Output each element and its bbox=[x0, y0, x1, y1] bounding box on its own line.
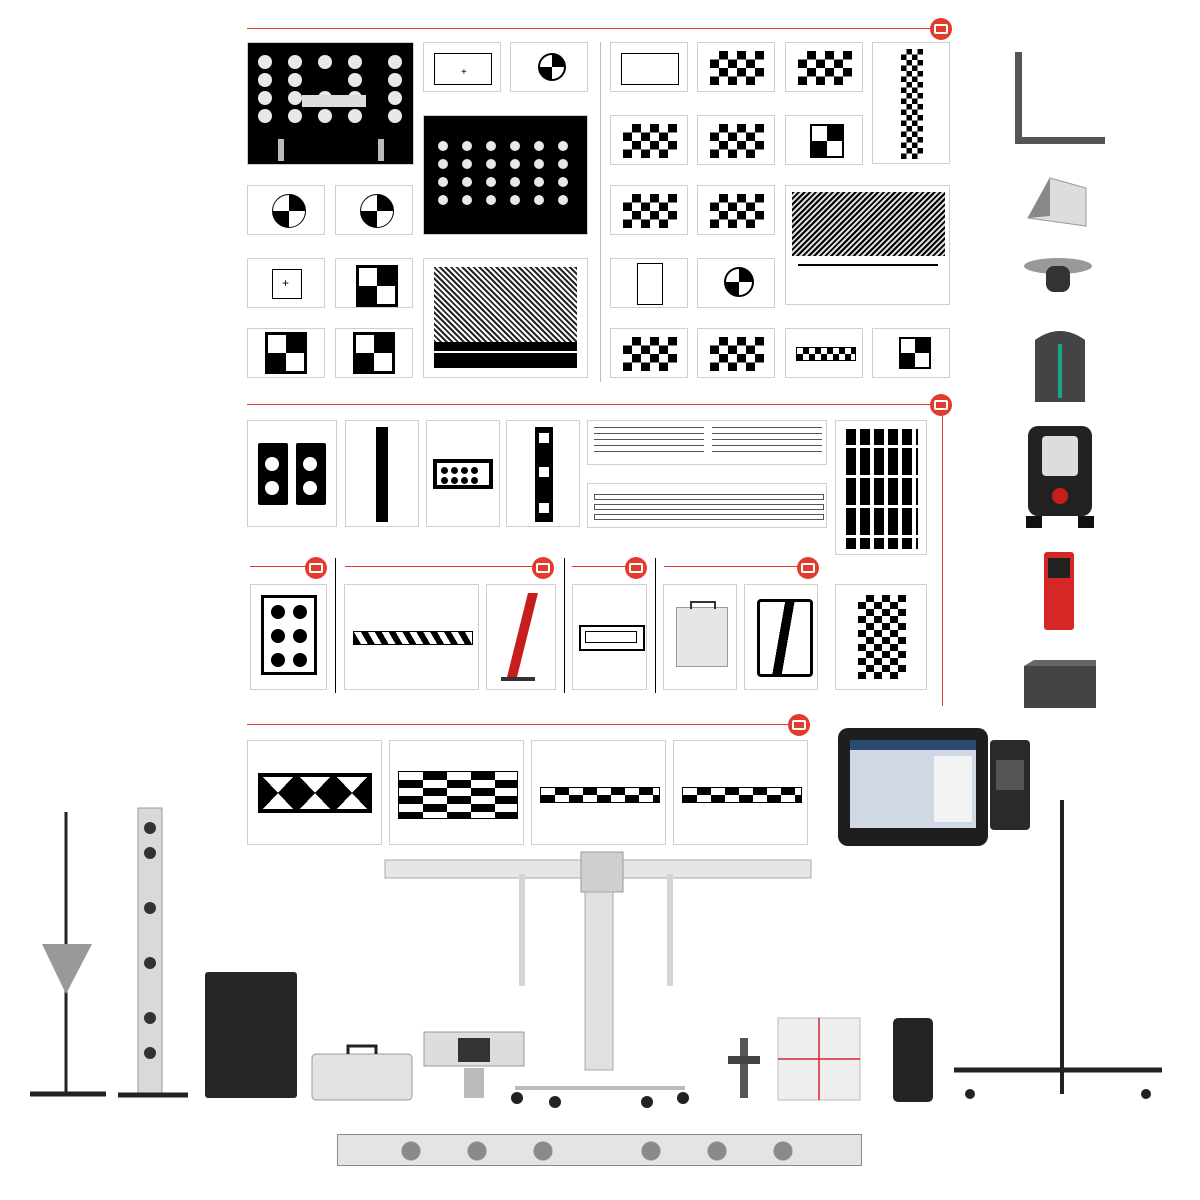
target-crosshair-small: + bbox=[423, 42, 501, 92]
car-front-icon bbox=[305, 557, 327, 579]
white-crosshair-board bbox=[777, 1017, 861, 1101]
target-bar-grid bbox=[835, 420, 927, 555]
target-checker-strip-small bbox=[785, 328, 863, 378]
black-reflector-board bbox=[205, 972, 297, 1098]
target-checker-b2 bbox=[697, 115, 775, 165]
target-checker-vertical-strip bbox=[872, 42, 950, 164]
target-lane-curve bbox=[744, 584, 818, 690]
target-calibration-bars-upper bbox=[587, 420, 827, 465]
radar-reflector-stand bbox=[486, 584, 556, 690]
protective-cover bbox=[1035, 331, 1085, 402]
target-grid bbox=[258, 55, 408, 135]
laser-level-device bbox=[1026, 426, 1094, 528]
target-bowtie-pattern bbox=[247, 740, 382, 845]
vci-device bbox=[990, 740, 1030, 830]
target-night-vision-frame bbox=[572, 584, 647, 690]
car-lane-icon bbox=[532, 557, 554, 579]
target-striped-bar bbox=[344, 584, 479, 690]
target-noise-wide bbox=[785, 185, 950, 305]
target-plus-box: + bbox=[247, 258, 325, 308]
subsection-separator-c bbox=[655, 558, 656, 693]
target-checker-a2 bbox=[785, 42, 863, 92]
subsection-divider-a bbox=[250, 566, 320, 567]
column-separator bbox=[600, 42, 601, 382]
target-circle-quadrant-small bbox=[510, 42, 588, 92]
adas-calibration-frame bbox=[384, 851, 812, 1108]
subsection-separator-a bbox=[335, 558, 336, 693]
target-checker-a1 bbox=[697, 42, 775, 92]
laser-distance-meter bbox=[1044, 552, 1074, 630]
target-checker-c2 bbox=[697, 185, 775, 235]
target-vertical-bar bbox=[345, 420, 419, 527]
blindspot-reflector-case bbox=[663, 584, 737, 690]
subsection-divider-d bbox=[664, 566, 804, 567]
prism-reflector bbox=[1027, 177, 1087, 227]
target-checker-b1 bbox=[610, 115, 688, 165]
target-six-circle-board bbox=[250, 584, 327, 690]
target-board-dots-grid bbox=[423, 115, 588, 235]
section-2-divider bbox=[247, 404, 937, 405]
target-vertical-squares bbox=[506, 420, 580, 527]
floor-calibration-mat bbox=[337, 1134, 862, 1166]
camera-holder-device bbox=[423, 1031, 525, 1098]
subsection-divider-c bbox=[572, 566, 632, 567]
diagnostic-tablet bbox=[838, 728, 988, 846]
storage-box bbox=[1024, 660, 1096, 708]
subsection-separator-b bbox=[564, 558, 565, 693]
laser-mount-small bbox=[728, 1038, 760, 1098]
target-checker-strip-long-1 bbox=[531, 740, 666, 845]
target-dual-circle-boards bbox=[247, 420, 337, 527]
target-calibration-bars-lower bbox=[587, 483, 827, 528]
target-noise-pattern bbox=[423, 258, 588, 378]
corner-bracket-accessory bbox=[1015, 52, 1105, 144]
target-checker-framed-1 bbox=[335, 258, 413, 308]
reflector-tripod-stand-left bbox=[30, 812, 106, 1097]
target-dot-box bbox=[426, 420, 500, 527]
target-board-large-dots bbox=[247, 42, 414, 165]
car-front-camera-icon bbox=[930, 18, 952, 40]
target-quadrant-2 bbox=[335, 185, 413, 235]
target-circle-quadrant-2 bbox=[697, 258, 775, 308]
target-checker-d1 bbox=[610, 328, 688, 378]
radar-target-column bbox=[118, 807, 188, 1098]
target-checker-framed-2 bbox=[247, 328, 325, 378]
section-3-divider bbox=[247, 724, 795, 725]
target-quadrant-1 bbox=[247, 185, 325, 235]
section-1-divider bbox=[247, 28, 937, 29]
eye-icon bbox=[625, 557, 647, 579]
radar-dongle bbox=[893, 1018, 933, 1102]
section-2-vertical-divider bbox=[942, 416, 943, 706]
target-checker-framed-4 bbox=[872, 328, 950, 378]
target-checker-b3 bbox=[785, 115, 863, 165]
target-checker-cluster bbox=[835, 584, 927, 690]
car-radar-icon bbox=[930, 394, 952, 416]
blindspot-case-closed bbox=[311, 1044, 413, 1101]
target-checker-strip-long-2 bbox=[673, 740, 808, 845]
laser-head-device bbox=[1024, 258, 1092, 292]
car-night-vision-icon bbox=[788, 714, 810, 736]
target-checker-d2 bbox=[697, 328, 775, 378]
target-portrait-crosshair bbox=[610, 258, 688, 308]
car-blindspot-icon bbox=[797, 557, 819, 579]
reflector-tripod-stand-right bbox=[954, 800, 1162, 1099]
target-checker-framed-3 bbox=[335, 328, 413, 378]
target-block-rows bbox=[389, 740, 524, 845]
target-checker-c1 bbox=[610, 185, 688, 235]
subsection-divider-b bbox=[345, 566, 540, 567]
target-crosshair-rect bbox=[610, 42, 688, 92]
